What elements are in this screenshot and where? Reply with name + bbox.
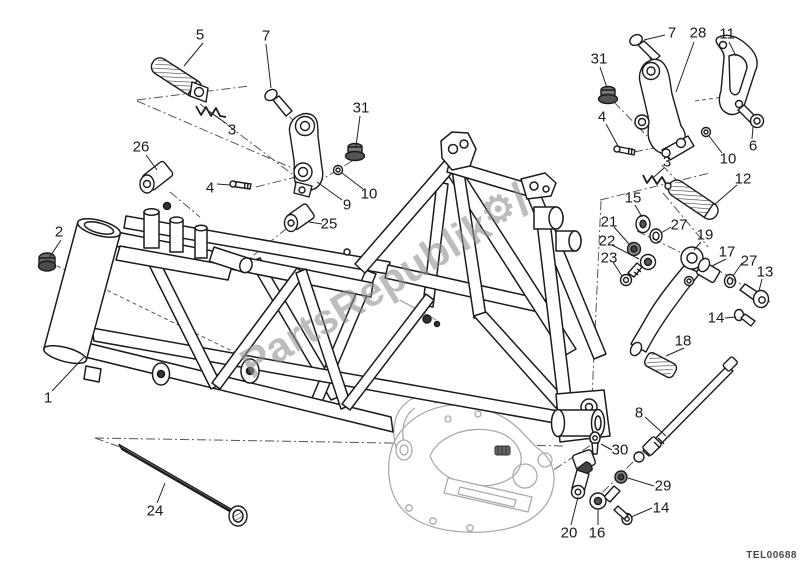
part-callout-23: 23	[600, 249, 618, 267]
part-callout-29: 29	[654, 477, 672, 495]
part-callout-2: 2	[54, 223, 64, 241]
part-callout-17: 17	[718, 243, 736, 261]
left-footrest-parts	[37, 56, 366, 527]
frame-trellis	[43, 131, 611, 443]
part-callout-31: 31	[352, 99, 370, 117]
part-callout-4: 4	[597, 108, 607, 126]
part-callout-9: 9	[342, 196, 352, 214]
part-callout-7: 7	[261, 27, 271, 45]
part-callout-25: 25	[320, 215, 338, 233]
part-callout-8: 8	[634, 404, 644, 422]
part-callout-3: 3	[227, 121, 237, 139]
part-callout-27: 27	[740, 252, 758, 270]
part-callout-20: 20	[560, 524, 578, 542]
part-callout-27: 27	[670, 216, 688, 234]
part-callout-14: 14	[652, 499, 670, 517]
part-callout-22: 22	[598, 232, 616, 250]
part-callout-28: 28	[689, 24, 707, 42]
part-callout-21: 21	[600, 213, 618, 231]
part-callout-10: 10	[360, 185, 378, 203]
part-callout-7: 7	[667, 24, 677, 42]
part-callout-6: 6	[748, 137, 758, 155]
part-callout-4: 4	[205, 179, 215, 197]
part-callout-24: 24	[146, 502, 164, 520]
part-callout-5: 5	[195, 26, 205, 44]
part-callout-30: 30	[611, 441, 629, 459]
part-callout-10: 10	[719, 150, 737, 168]
part-callout-3: 3	[662, 153, 672, 171]
leader-lines	[48, 34, 763, 526]
part-callout-15: 15	[624, 189, 642, 207]
part-callout-18: 18	[674, 332, 692, 350]
part-callout-19: 19	[696, 226, 714, 244]
part-callout-12: 12	[734, 170, 752, 188]
part-callout-14: 14	[707, 309, 725, 327]
part-callout-1: 1	[43, 389, 53, 407]
part-callout-26: 26	[132, 138, 150, 156]
part-callout-11: 11	[719, 25, 735, 43]
plate-code: TEL00688	[746, 550, 797, 561]
part-callout-13: 13	[756, 263, 774, 281]
right-footrest-parts	[570, 33, 770, 526]
gear-selector-shaft	[494, 445, 511, 456]
part-callout-31: 31	[590, 50, 608, 68]
part-callout-16: 16	[588, 524, 606, 542]
